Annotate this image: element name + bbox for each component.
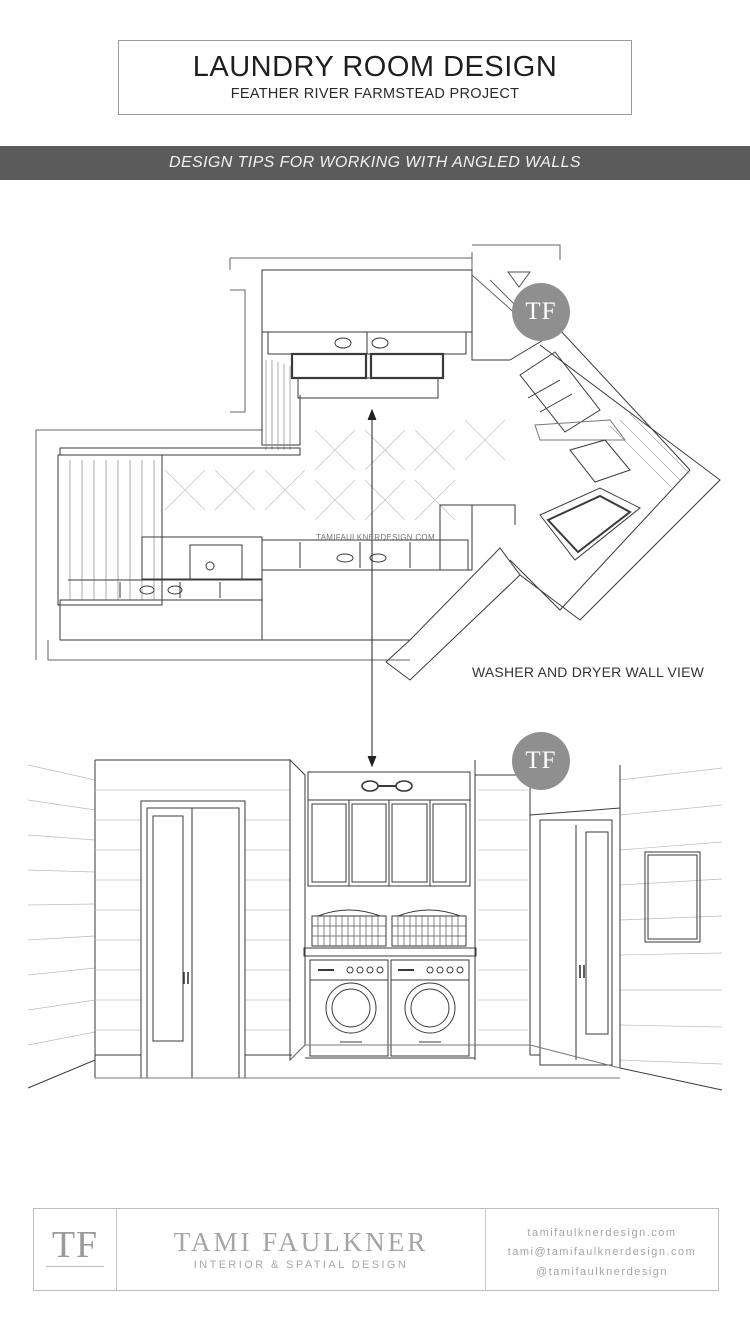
floor-plan bbox=[35, 244, 721, 768]
page-subtitle: FEATHER RIVER FARMSTEAD PROJECT bbox=[230, 86, 520, 102]
plan-watermark: TAMIFAULKNERDESIGN.COM bbox=[316, 533, 435, 542]
elevation-view bbox=[27, 758, 723, 1091]
elevation-label: WASHER AND DRYER WALL VIEW bbox=[472, 664, 705, 680]
footer-divider-left bbox=[116, 1209, 117, 1290]
footer-brand-name: TAMI FAULKNER bbox=[173, 1227, 429, 1257]
title-box: LAUNDRY ROOM DESIGN FEATHER RIVER FARMST… bbox=[118, 40, 632, 115]
footer-divider-right bbox=[485, 1209, 486, 1290]
footer-card: TF TAMI FAULKNER INTERIOR & SPATIAL DESI… bbox=[33, 1208, 719, 1291]
elevation-tf-badge: TF bbox=[512, 732, 570, 790]
page-title: LAUNDRY ROOM DESIGN bbox=[192, 51, 558, 83]
footer-logo: TF bbox=[51, 1224, 99, 1266]
footer-tagline: INTERIOR & SPATIAL DESIGN bbox=[193, 1259, 409, 1271]
footer-email-link[interactable]: tami@tamifaulknerdesign.com bbox=[507, 1246, 697, 1258]
plan-tf-badge: TF bbox=[512, 283, 570, 341]
footer-social-link[interactable]: @tamifaulknerdesign bbox=[536, 1266, 668, 1278]
footer-logo-rule bbox=[46, 1266, 104, 1267]
section-banner: DESIGN TIPS FOR WORKING WITH ANGLED WALL… bbox=[0, 146, 750, 180]
footer-website-link[interactable]: tamifaulknerdesign.com bbox=[527, 1227, 677, 1239]
